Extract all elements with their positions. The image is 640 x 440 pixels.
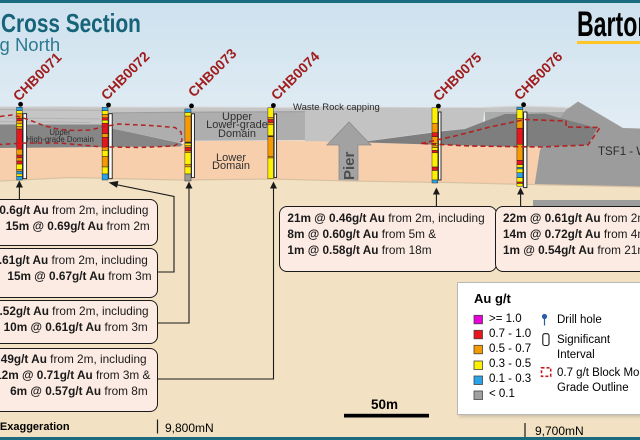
svg-text:Pier: Pier [341,151,358,180]
